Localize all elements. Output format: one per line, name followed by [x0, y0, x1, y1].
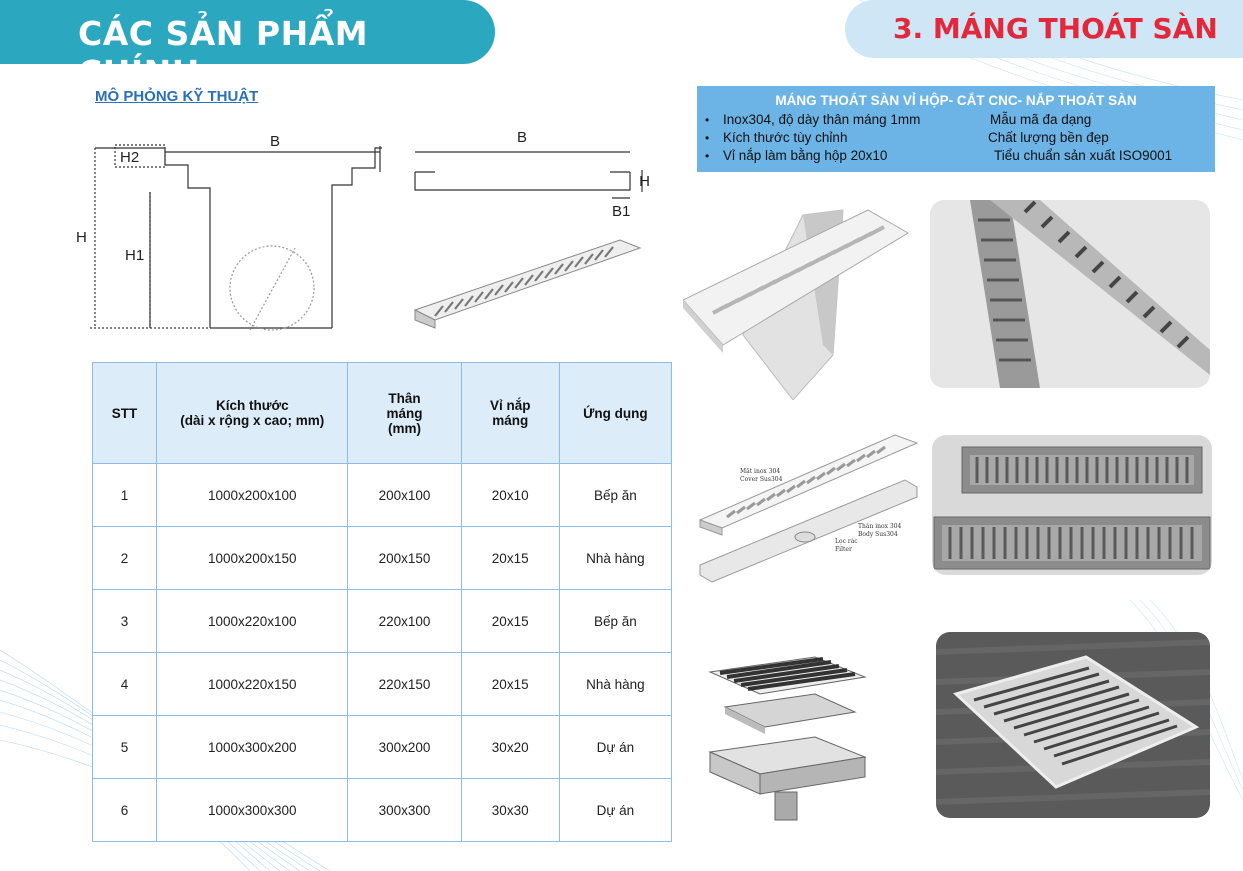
label-h2: H2: [120, 149, 139, 166]
spec-item: Tiểu chuẩn sản xuất ISO9001: [994, 148, 1173, 163]
cell-body: 200x100: [347, 463, 462, 527]
cell-application: Bếp ăn: [558, 463, 673, 527]
photo-graphic: [936, 639, 1210, 805]
spec-item: Kích thước tùy chỉnh: [723, 130, 848, 145]
cell-stt: 4: [91, 652, 158, 716]
cell-body: 200x150: [347, 526, 462, 590]
label-body-vn: Thân inox 304: [858, 523, 902, 530]
cell-cover: 30x20: [460, 715, 560, 779]
cell-application: Dự án: [558, 715, 673, 779]
table-row: 4 1000x220x150 220x150 20x15 Nhà hàng: [91, 652, 673, 716]
cell-stt: 1: [91, 463, 158, 527]
section-banner: 3. MÁNG THOÁT SÀN: [845, 0, 1243, 58]
spec-item: Chất lượng bền đẹp: [988, 130, 1109, 145]
cell-stt: 6: [91, 778, 158, 842]
product-photo-diagonal-grates: [930, 200, 1210, 388]
label-b1: B1: [612, 203, 630, 220]
spec-item: Vỉ nắp làm bằng hộp 20x10: [723, 148, 888, 163]
cell-body: 300x300: [347, 778, 462, 842]
table-header-row: STT Kích thước(dài x rộng x cao; mm) Thâ…: [91, 362, 673, 464]
label-filter-en: Filter: [835, 546, 852, 553]
cell-stt: 3: [91, 589, 158, 653]
bullet-icon: •: [705, 113, 710, 127]
spec-table: STT Kích thước(dài x rộng x cao; mm) Thâ…: [91, 362, 673, 842]
cell-application: Dự án: [558, 778, 673, 842]
spec-box: MÁNG THOÁT SÀN VỈ HỘP- CẮT CNC- NẮP THOÁ…: [697, 86, 1215, 172]
section-title: 3. MÁNG THOÁT SÀN: [893, 12, 1218, 45]
cell-size: 1000x220x100: [156, 589, 349, 653]
main-title: CÁC SẢN PHẨM CHÍNH: [78, 14, 369, 92]
table-row: 2 1000x200x150 200x150 20x15 Nhà hàng: [91, 526, 673, 590]
table-row: 3 1000x220x100 220x100 20x15 Bếp ăn: [91, 589, 673, 653]
cell-size: 1000x220x150: [156, 652, 349, 716]
label-h1: H1: [125, 247, 144, 264]
cell-size: 1000x300x200: [156, 715, 349, 779]
label-body-en: Body Sus304: [858, 531, 898, 538]
label-b-right: B: [517, 129, 527, 146]
product-photo-exploded-channel: Mặt inox 304 Cover Sus304 Thân inox 304 …: [698, 434, 919, 583]
label-h-right: H: [639, 173, 650, 190]
cell-body: 300x200: [347, 715, 462, 779]
table-row: 6 1000x300x300 300x300 30x30 Dự án: [91, 778, 673, 842]
header-application: Ứng dụng: [558, 362, 673, 464]
product-photo-linear-grates: [932, 435, 1212, 575]
product-photo-square-drain: [936, 632, 1210, 818]
spec-item: Mẫu mã đa dạng: [990, 112, 1092, 127]
cell-stt: 2: [91, 526, 158, 590]
technical-diagram: B H2 H H1 B H B1: [76, 129, 650, 331]
label-filter-vn: Lọc rác: [835, 538, 858, 545]
simulation-title: MÔ PHỎNG KỸ THUẬT: [95, 88, 259, 105]
cell-size: 1000x300x300: [156, 778, 349, 842]
cell-body: 220x100: [347, 589, 462, 653]
cell-cover: 20x10: [460, 463, 560, 527]
table-row: 5 1000x300x200 300x200 30x20 Dự án: [91, 715, 673, 779]
cell-size: 1000x200x100: [156, 463, 349, 527]
cell-application: Nhà hàng: [558, 526, 673, 590]
header-stt: STT: [91, 362, 158, 464]
cell-cover: 20x15: [460, 526, 560, 590]
cell-size: 1000x200x150: [156, 526, 349, 590]
bullet-icon: •: [705, 149, 710, 163]
photo-graphic: [970, 200, 1210, 388]
cell-body: 220x150: [347, 652, 462, 716]
label-cover-vn: Mặt inox 304: [740, 468, 780, 475]
product-photo-grate-channel: [683, 209, 909, 400]
photo-graphic: [933, 446, 1211, 570]
cell-cover: 30x30: [460, 778, 560, 842]
spec-title: MÁNG THOÁT SÀN VỈ HỘP- CẮT CNC- NẮP THOÁ…: [775, 93, 1137, 108]
cell-cover: 20x15: [460, 589, 560, 653]
table-row: 1 1000x200x100 200x100 20x10 Bếp ăn: [91, 463, 673, 527]
cell-stt: 5: [91, 715, 158, 779]
bullet-icon: •: [705, 131, 710, 145]
label-cover-en: Cover Sus304: [740, 476, 783, 483]
label-h: H: [76, 229, 87, 246]
product-photo-floor-drain: [708, 656, 867, 821]
cell-application: Nhà hàng: [558, 652, 673, 716]
spec-item: Inox304, độ dày thân máng 1mm: [723, 112, 921, 127]
cell-cover: 20x15: [460, 652, 560, 716]
main-banner: CÁC SẢN PHẨM CHÍNH: [0, 0, 495, 92]
header-size: Kích thước(dài x rộng x cao; mm): [156, 362, 349, 464]
label-b: B: [270, 133, 280, 150]
cell-application: Bếp ăn: [558, 589, 673, 653]
